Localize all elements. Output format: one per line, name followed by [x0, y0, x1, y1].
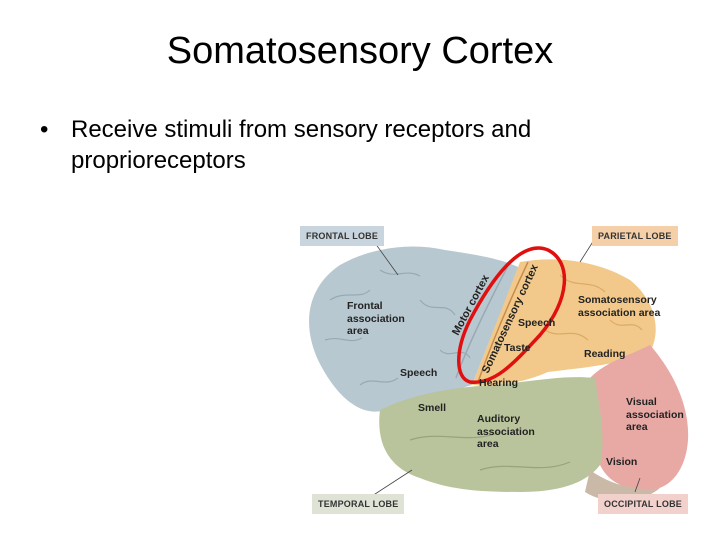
frontal-lobe-region: [309, 246, 520, 412]
occipital-lobe-label: OCCIPITAL LOBE: [598, 494, 688, 514]
cerebellum-region: [585, 470, 660, 502]
central-sulcus: [477, 261, 529, 383]
vision-label: Vision: [606, 456, 638, 468]
speech-frontal-label: Speech: [400, 367, 438, 379]
hearing-label: Hearing: [479, 377, 519, 389]
parietal-lobe-label: PARIETAL LOBE: [592, 226, 678, 246]
smell-label: Smell: [418, 402, 447, 414]
parietal-lobe-region: [472, 259, 656, 386]
taste-label: Taste: [504, 342, 531, 354]
gyri-texture: [324, 269, 471, 386]
reading-label: Reading: [584, 348, 626, 360]
occipital-lobe-region: [584, 345, 689, 490]
bullet-marker: •: [40, 116, 49, 143]
motor-cortex-strip: [455, 261, 511, 379]
auditory-association-label: Auditory association area: [477, 413, 535, 450]
temporal-texture: [409, 431, 571, 471]
somatosensory-association-label: Somatosensory association area: [578, 294, 661, 319]
bullet-text: Receive stimuli from sensory receptors a…: [71, 116, 532, 174]
frontal-association-label: Frontal association area: [347, 300, 405, 337]
visual-association-label: Visual association area: [626, 396, 684, 433]
temporal-lobe-label: TEMPORAL LOBE: [312, 494, 405, 514]
slide-title: Somatosensory Cortex: [166, 30, 554, 72]
leader-lines: [371, 239, 641, 497]
frontal-lobe-label: FRONTAL LOBE: [300, 226, 385, 246]
speech-parietal-label: Speech: [518, 317, 556, 329]
somatosensory-highlight-circle: [457, 246, 567, 384]
